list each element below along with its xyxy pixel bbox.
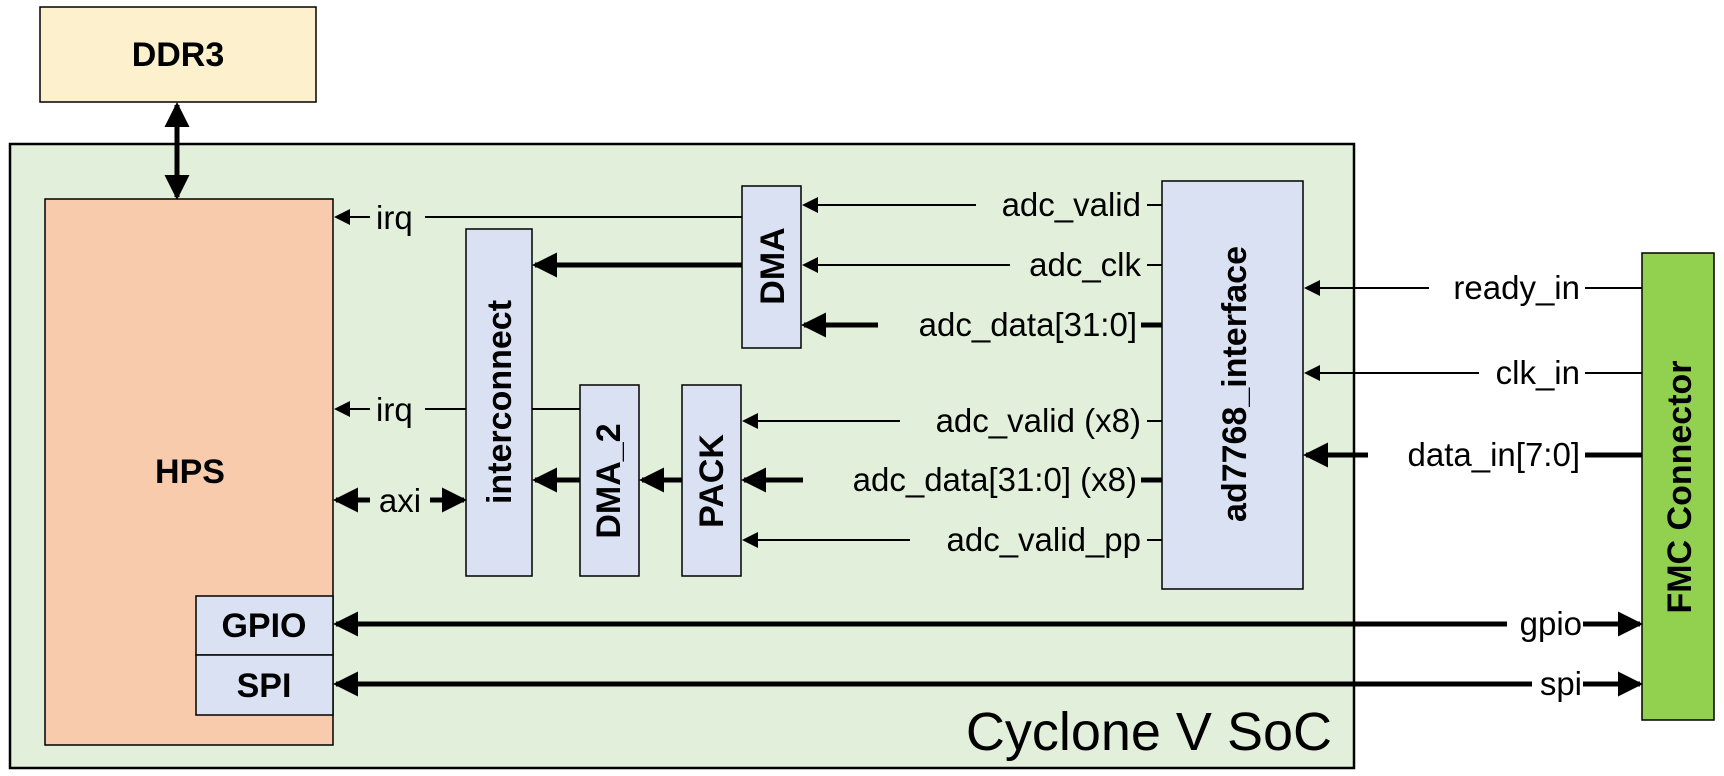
fmc-connector-block	[1641, 252, 1715, 721]
data-in-label: data_in[7:0]	[1408, 436, 1580, 473]
spi-signal-label: spi	[1540, 665, 1582, 702]
interconnect-label: interconnect	[481, 300, 519, 504]
gpio-label: GPIO	[221, 607, 306, 645]
pack-label: PACK	[693, 434, 731, 528]
hps-label: HPS	[155, 453, 225, 491]
adc-valid-label: adc_valid	[1002, 186, 1141, 223]
adc-data-x8-label: adc_data[31:0] (x8)	[853, 461, 1137, 498]
ddr3-block	[39, 6, 317, 103]
irq-mid-label: irq	[376, 391, 413, 428]
spi-label: SPI	[237, 667, 292, 705]
adc-valid-pp-label: adc_valid_pp	[947, 521, 1142, 558]
dma-block	[741, 185, 802, 349]
ready-in-label: ready_in	[1453, 269, 1580, 306]
dma2-label: DMA_2	[590, 423, 628, 538]
spi-block	[195, 654, 334, 716]
interconnect-block	[465, 228, 533, 577]
ad7768-interface-block	[1161, 180, 1304, 590]
adc-valid-x8-label: adc_valid (x8)	[936, 402, 1141, 439]
adc-data-label: adc_data[31:0]	[919, 306, 1137, 343]
axi-label: axi	[379, 482, 421, 519]
gpio-signal-label: gpio	[1520, 605, 1582, 642]
gpio-block	[195, 595, 334, 656]
adc-clk-label: adc_clk	[1029, 246, 1141, 283]
ddr3-label: DDR3	[132, 36, 225, 74]
fmc-connector-label: FMC Connector	[1661, 360, 1699, 613]
soc-label: Cyclone V SoC	[966, 702, 1332, 762]
dma-label: DMA	[754, 227, 792, 304]
ad7768-interface-label: ad7768_interface	[1216, 246, 1254, 522]
irq-top-label: irq	[376, 199, 413, 236]
clk-in-label: clk_in	[1496, 354, 1580, 391]
